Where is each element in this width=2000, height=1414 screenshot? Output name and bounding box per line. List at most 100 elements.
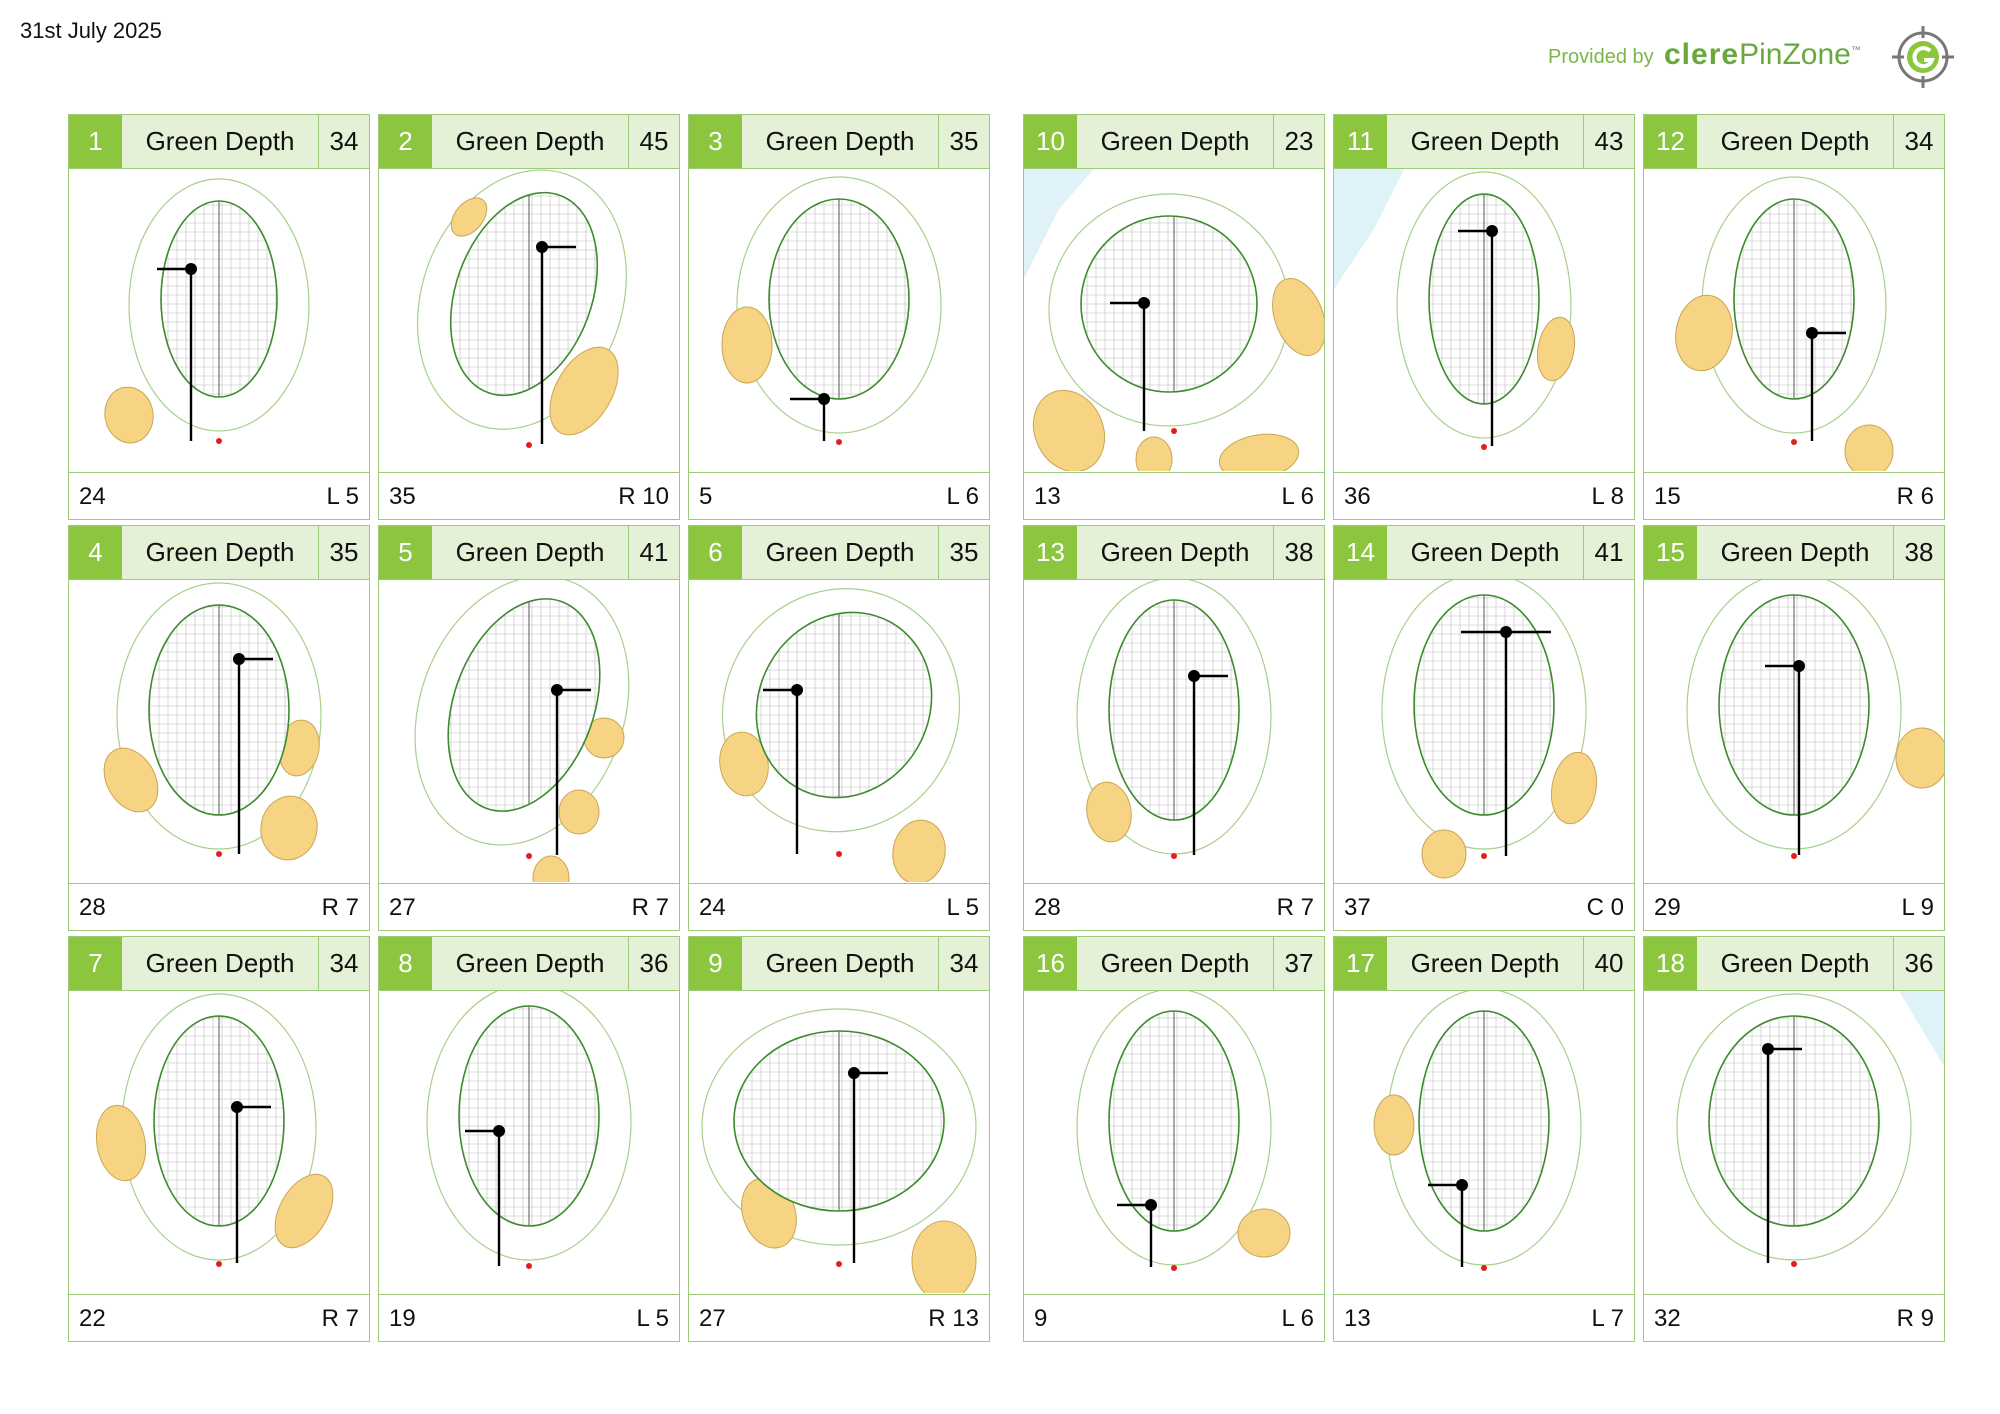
green-front-marker [1481, 1265, 1487, 1271]
green-map [721, 176, 942, 445]
green-front-marker [1171, 1265, 1177, 1271]
hole-number: 3 [689, 115, 742, 168]
pin-distance-from-front: 5 [699, 483, 713, 510]
hole-number: 17 [1334, 937, 1387, 990]
green-depth-label: Green Depth [1387, 937, 1584, 990]
green-depth-value: 41 [639, 537, 669, 567]
pin-offset-side: R 7 [1276, 894, 1314, 921]
bunker [1844, 424, 1894, 471]
fringe-outline [701, 1008, 977, 1246]
pin-offset-side: R 7 [321, 894, 359, 921]
fringe-outline [128, 178, 310, 432]
green-map [103, 582, 322, 861]
pin-position-marker [1793, 660, 1805, 672]
green-map [719, 580, 966, 882]
pin-offset-side: R 10 [618, 483, 669, 510]
green-map [1381, 580, 1598, 879]
yardage-grid [1109, 1011, 1239, 1231]
pin-position-marker [185, 263, 197, 275]
green-surface [450, 192, 598, 396]
bunker [1536, 316, 1576, 382]
bunker [1086, 781, 1132, 843]
bunker [274, 1173, 334, 1249]
green-depth-value: 43 [1594, 126, 1624, 156]
bunker [911, 1220, 977, 1293]
green-depth-label: Green Depth [122, 115, 319, 168]
bunker [892, 819, 946, 882]
bunker [1550, 751, 1598, 825]
fringe-outline [426, 991, 632, 1261]
pin-distance-from-front: 27 [699, 1305, 726, 1332]
green-outline [148, 604, 290, 816]
green-depth-label: Green Depth [1387, 526, 1584, 579]
pin-distance-from-front: 35 [389, 483, 416, 510]
green-map [1024, 169, 1324, 471]
green-map [104, 178, 310, 444]
hole-footer: 35 R 10 [379, 472, 679, 520]
pin-distance-from-front: 37 [1344, 894, 1371, 921]
hole-number: 9 [689, 937, 742, 990]
water-hazard [1024, 169, 1094, 279]
fringe-outline [1396, 171, 1572, 439]
pin-distance-from-front: 19 [389, 1305, 416, 1332]
pin-position-marker [551, 684, 563, 696]
bunker [450, 197, 488, 237]
pin-position-marker [493, 1125, 505, 1137]
hole-number: 6 [689, 526, 742, 579]
water-hazard [1334, 169, 1404, 289]
bunker [1032, 389, 1106, 471]
green-depth-label: Green Depth [122, 937, 319, 990]
bunker [721, 306, 773, 384]
yardage-grid [769, 199, 909, 399]
pin-offset-side: R 7 [631, 894, 669, 921]
pin-position-marker [848, 1067, 860, 1079]
green-front-marker [526, 442, 532, 448]
fringe-outline [1686, 580, 1902, 850]
fringe-outline [736, 176, 942, 434]
green-depth-label: Green Depth [1697, 115, 1894, 168]
pin-offset-side: R 13 [928, 1305, 979, 1332]
bunker [1421, 829, 1467, 879]
green-outline [449, 191, 599, 397]
bunker [1237, 1208, 1291, 1258]
green-outline [160, 200, 278, 398]
bunker [103, 747, 159, 813]
brand-logo-text: clerePinZone™ [1664, 38, 1861, 72]
pin-offset-side: L 5 [326, 483, 359, 510]
pin-distance-from-front: 24 [79, 483, 106, 510]
yardage-grid [1719, 595, 1869, 815]
hole-number: 11 [1334, 115, 1387, 168]
green-depth-label: Green Depth [432, 937, 629, 990]
green-map [426, 991, 632, 1269]
yardage-grid [161, 201, 277, 397]
hole-footer: 27 R 13 [689, 1294, 989, 1342]
brand-name-part1: clere [1664, 38, 1740, 71]
pin-position-marker [1806, 327, 1818, 339]
green-outline [1708, 1015, 1880, 1227]
green-depth-label: Green Depth [1077, 115, 1274, 168]
fringe-outline [1381, 580, 1587, 850]
green-front-marker [836, 439, 842, 445]
